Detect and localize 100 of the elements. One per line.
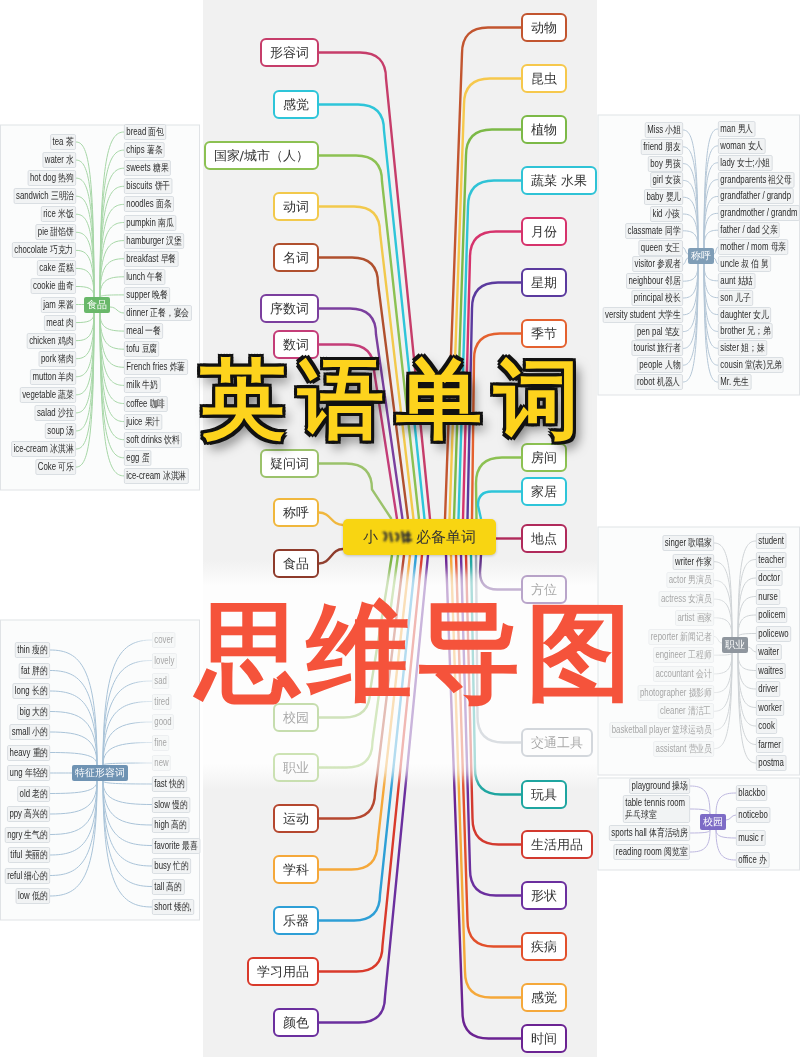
word-card: grandmother / grandm <box>718 205 800 222</box>
category-box: 称呼 <box>273 498 319 527</box>
branch-line <box>703 229 719 249</box>
category-box: 食品 <box>273 549 319 578</box>
word-card: sweets 糖果 <box>124 160 171 177</box>
word-card: postma <box>756 755 787 771</box>
category-box: 月份 <box>521 217 567 246</box>
word-card: long 长的 <box>12 683 50 699</box>
branch-line <box>99 276 125 298</box>
word-card: waiter <box>756 644 782 660</box>
category-box: 形状 <box>521 881 567 910</box>
word-card: good <box>152 714 175 730</box>
branch-line <box>496 537 521 540</box>
category-box: 学习用品 <box>247 957 319 986</box>
sub-topic-box: 特征形容词 <box>72 765 128 781</box>
word-card: tired <box>152 693 172 710</box>
category-box: 房间 <box>521 443 567 472</box>
branch-line <box>102 780 153 908</box>
branch-line <box>319 554 418 922</box>
word-card: fast 快的 <box>152 776 188 792</box>
word-card: French fries 炸薯 <box>124 359 188 376</box>
branch-line <box>737 652 757 764</box>
branch-line <box>75 304 85 306</box>
word-card: basketball player 篮球运动员 <box>609 722 714 738</box>
sub-topic-box: 校园 <box>700 814 726 830</box>
category-box: 动物 <box>521 13 567 42</box>
word-card: man 男人 <box>718 121 756 137</box>
category-box: 感觉 <box>273 90 319 119</box>
word-card: visitor 参观者 <box>632 256 683 273</box>
word-card: water 水 <box>42 152 76 169</box>
branch-line <box>737 633 757 638</box>
word-card: pie 甜馅饼 <box>35 224 76 241</box>
word-card: short 矮的, <box>152 899 194 915</box>
word-card: new <box>152 755 171 771</box>
branch-line <box>49 731 98 766</box>
branch-line <box>682 247 689 255</box>
branch-line <box>713 617 733 638</box>
category-box: 时间 <box>521 1024 567 1053</box>
category-box: 学科 <box>273 855 319 884</box>
word-card: student <box>756 533 787 549</box>
word-card: blackbo <box>736 785 768 801</box>
word-card: tofu 豆腐 <box>124 341 160 358</box>
word-card: bread 面包 <box>124 124 167 140</box>
word-card: sports hall 体育活动房 <box>608 825 690 841</box>
category-box: 运动 <box>273 804 319 833</box>
branch-line <box>469 554 521 796</box>
word-card: ung 年轻的 <box>6 765 50 781</box>
word-card: high 高的 <box>152 817 190 833</box>
word-card: ice-cream 冰淇淋 <box>11 441 76 457</box>
branch-line <box>478 554 521 591</box>
branch-line <box>713 257 719 265</box>
category-box: 疾病 <box>521 932 567 961</box>
category-box: 国家/城市（人） <box>203 141 319 170</box>
word-card: music r <box>736 830 766 846</box>
branch-line <box>319 462 393 520</box>
category-box: 蔬菜 水果 <box>521 166 598 195</box>
word-card: noticebo <box>736 807 771 823</box>
branch-line <box>464 554 521 846</box>
branch-line <box>715 792 737 815</box>
branch-line <box>459 554 521 897</box>
branch-line <box>689 829 711 853</box>
word-card: hot dog 热狗 <box>27 170 76 187</box>
word-card: chocolate 巧克力 <box>12 242 76 259</box>
word-card: Coke 可乐 <box>35 459 76 476</box>
category-box: 交通工具 <box>521 728 593 757</box>
word-card: doctor <box>756 570 783 586</box>
branch-line <box>319 554 424 973</box>
word-card: neighbour 邻居 <box>625 273 683 290</box>
category-box: 动词 <box>273 192 319 221</box>
branch-line <box>318 511 344 527</box>
category-box: 职业 <box>273 753 319 782</box>
word-card: tiful 美丽的 <box>7 847 50 863</box>
branch-line <box>318 547 344 565</box>
word-card: sister 姐；妹 <box>718 340 767 357</box>
word-card: policem <box>756 607 788 623</box>
word-card: busy 忙的 <box>152 858 191 874</box>
topic-text: 小 <box>363 527 378 547</box>
sub-topic-box: 职业 <box>722 637 748 653</box>
category-box: 昆虫 <box>521 64 567 93</box>
sub-topic-box: 称呼 <box>688 248 714 264</box>
branch-line <box>713 636 723 644</box>
word-card: cousin 堂(表)兄弟 <box>718 357 784 374</box>
branch-line <box>109 306 125 314</box>
category-box: 颜色 <box>273 1008 319 1037</box>
branch-line <box>689 785 711 815</box>
branch-line <box>682 257 689 265</box>
word-card: cake 蛋糕 <box>37 260 76 277</box>
category-box: 乐器 <box>273 906 319 935</box>
word-card: cookie 曲奇 <box>31 278 76 295</box>
word-card: people 人物 <box>637 357 683 374</box>
category-box: 植物 <box>521 115 567 144</box>
word-card: thin 瘦的 <box>14 642 50 658</box>
word-card: driver <box>756 681 781 697</box>
category-box: 方位 <box>521 575 567 604</box>
word-card: rice 米饭 <box>40 206 76 223</box>
category-box: 疑问词 <box>260 449 319 478</box>
branch-line <box>319 554 412 871</box>
branch-line <box>102 762 153 766</box>
word-card: cook <box>756 718 778 734</box>
word-card: meal 一餐 <box>124 323 164 340</box>
